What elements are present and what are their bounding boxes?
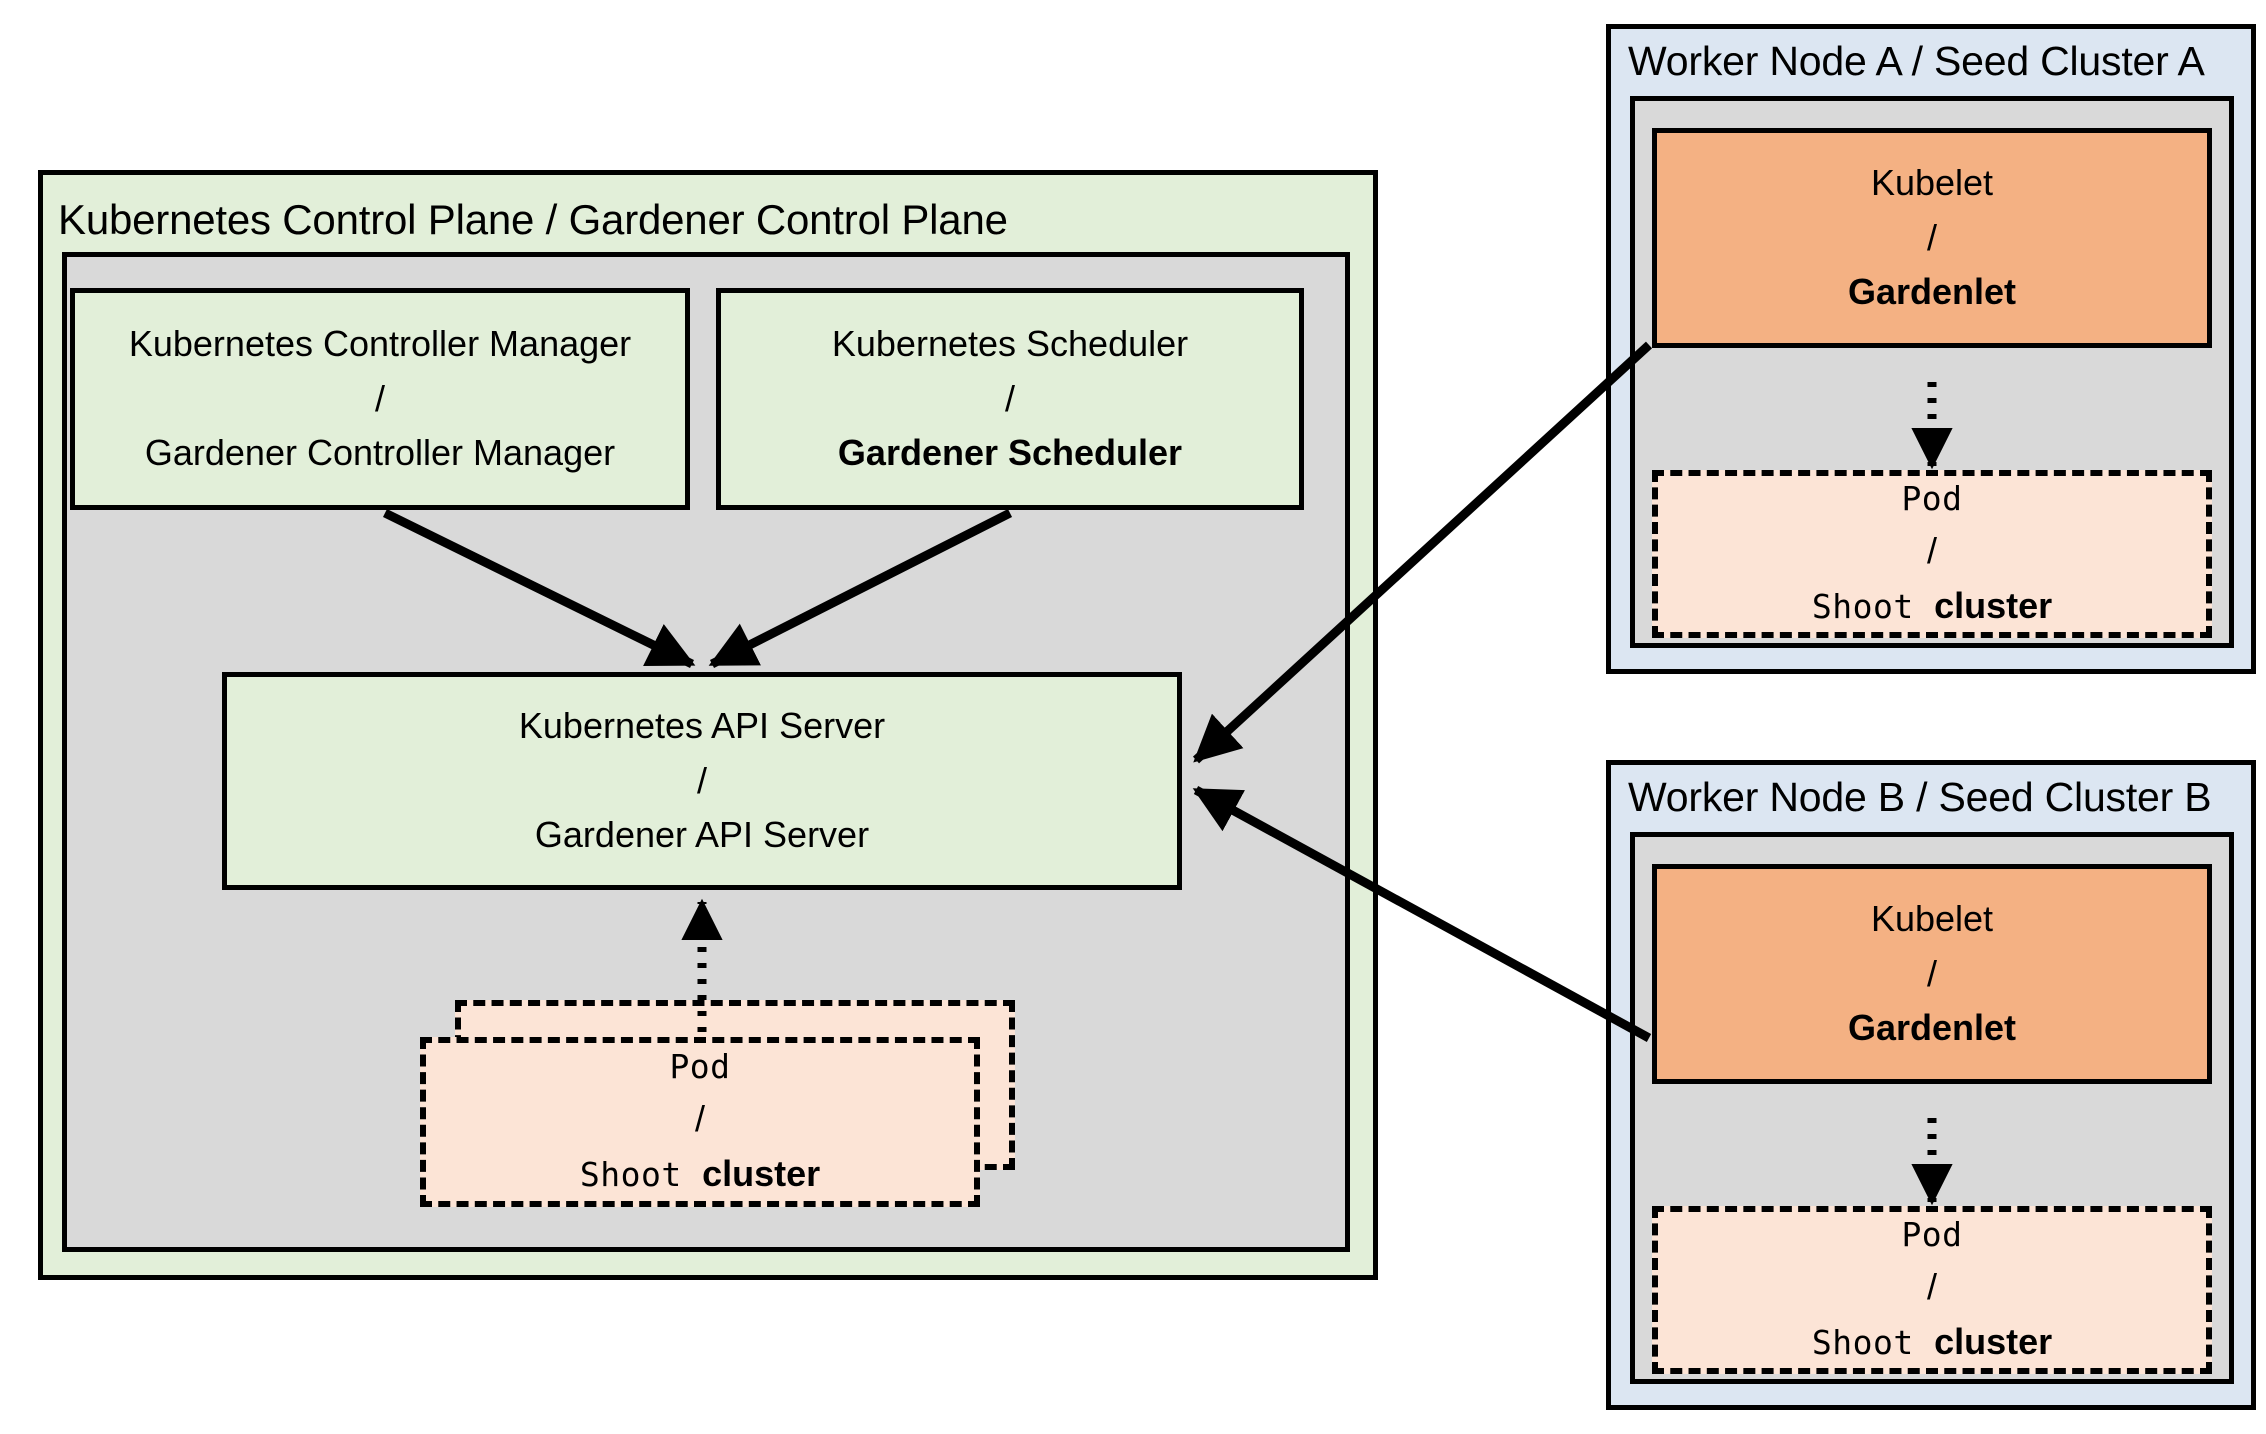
worker-node-b-pod-label: Pod / Shoot cluster — [1658, 1210, 2206, 1370]
controller-manager-separator: / — [374, 377, 385, 419]
control-plane-pod-line3-bold: cluster — [702, 1153, 821, 1195]
worker-node-b-pod-line3-bold: cluster — [1934, 1321, 2053, 1363]
worker-node-a-pod-label: Pod / Shoot cluster — [1658, 474, 2206, 634]
worker-node-a-pod-separator: / — [1926, 530, 1937, 572]
scheduler-label: Kubernetes Scheduler / Gardener Schedule… — [721, 317, 1299, 481]
worker-node-b-kubelet-line3: Gardenlet — [1847, 1007, 2017, 1049]
control-plane-pod-line3: Shoot cluster — [432, 1147, 968, 1202]
scheduler-separator: / — [1004, 377, 1015, 419]
api-server-separator: / — [696, 759, 707, 801]
controller-manager-line3: Gardener Controller Manager — [144, 432, 616, 474]
worker-node-a-pod-line3: Shoot cluster — [1664, 579, 2200, 634]
worker-node-a-pod-line3-mono: Shoot — [1811, 587, 1935, 627]
worker-node-a-pod-box[interactable]: Pod / Shoot cluster — [1652, 470, 2212, 638]
worker-node-a-pod-line3-bold: cluster — [1934, 585, 2053, 627]
controller-manager-label: Kubernetes Controller Manager / Gardener… — [75, 317, 685, 481]
control-plane-pod-label: Pod / Shoot cluster — [426, 1042, 974, 1202]
worker-node-a-kubelet-label: Kubelet / Gardenlet — [1657, 156, 2207, 320]
worker-node-a-pod-line1: Pod — [1901, 479, 1963, 519]
worker-node-a-kubelet-line3: Gardenlet — [1847, 271, 2017, 313]
api-server-line3: Gardener API Server — [534, 814, 870, 856]
control-plane-pod-line3-mono: Shoot — [579, 1155, 703, 1195]
worker-node-b-pod-separator: / — [1926, 1266, 1937, 1308]
scheduler-line3: Gardener Scheduler — [837, 432, 1183, 474]
kubernetes-scheduler-box[interactable]: Kubernetes Scheduler / Gardener Schedule… — [716, 288, 1304, 510]
worker-node-b-pod-line1: Pod — [1901, 1215, 1963, 1255]
worker-node-a-title: Worker Node A / Seed Cluster A — [1628, 38, 2205, 84]
scheduler-line1: Kubernetes Scheduler — [831, 322, 1189, 364]
kubernetes-controller-manager-box[interactable]: Kubernetes Controller Manager / Gardener… — [70, 288, 690, 510]
worker-node-b-pod-line3: Shoot cluster — [1664, 1315, 2200, 1370]
worker-node-b-kubelet-label: Kubelet / Gardenlet — [1657, 892, 2207, 1056]
worker-node-a-kubelet-separator: / — [1926, 216, 1937, 258]
controller-manager-line1: Kubernetes Controller Manager — [128, 322, 632, 364]
control-plane-title: Kubernetes Control Plane / Gardener Cont… — [58, 196, 1008, 243]
worker-node-a-kubelet-line1: Kubelet — [1870, 161, 1994, 203]
api-server-label: Kubernetes API Server / Gardener API Ser… — [227, 699, 1177, 863]
worker-node-b-kubelet-box[interactable]: Kubelet / Gardenlet — [1652, 864, 2212, 1084]
control-plane-pod-separator: / — [694, 1098, 705, 1140]
control-plane-pod-box[interactable]: Pod / Shoot cluster — [420, 1037, 980, 1207]
kubernetes-api-server-box[interactable]: Kubernetes API Server / Gardener API Ser… — [222, 672, 1182, 890]
api-server-line1: Kubernetes API Server — [518, 704, 886, 746]
worker-node-b-pod-line3-mono: Shoot — [1811, 1323, 1935, 1363]
worker-node-b-title: Worker Node B / Seed Cluster B — [1628, 774, 2212, 820]
worker-node-b-kubelet-separator: / — [1926, 952, 1937, 994]
worker-node-b-pod-box[interactable]: Pod / Shoot cluster — [1652, 1206, 2212, 1374]
worker-node-b-kubelet-line1: Kubelet — [1870, 897, 1994, 939]
worker-node-a-kubelet-box[interactable]: Kubelet / Gardenlet — [1652, 128, 2212, 348]
control-plane-pod-line1: Pod — [669, 1047, 731, 1087]
